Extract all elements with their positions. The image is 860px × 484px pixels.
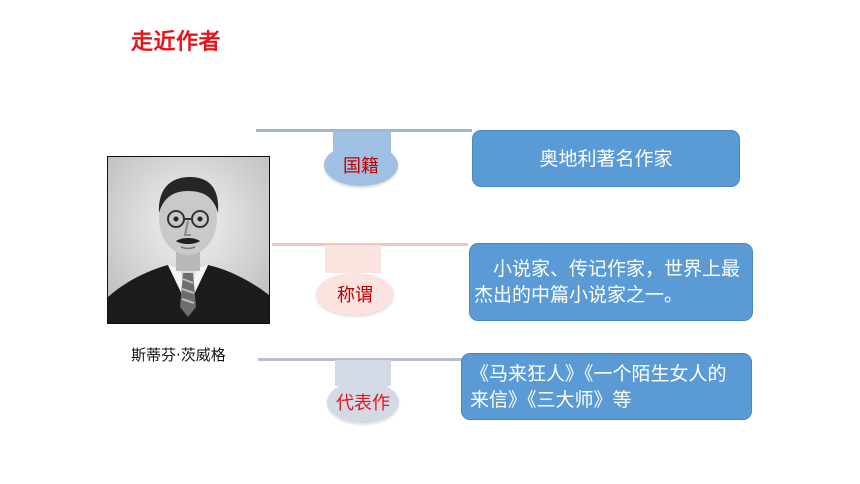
info-box-representative-works: 《马来狂人》《一个陌生女人的来信》《三大师》等 (461, 353, 752, 420)
label-tab-stem-title (325, 245, 381, 273)
connector-line-title (272, 243, 468, 246)
info-text-nationality: 奥地利著名作家 (539, 147, 673, 170)
info-text-title: 小说家、传记作家，世界上最杰出的中篇小说家之一。 (474, 258, 741, 306)
connector-line-nationality (256, 129, 472, 132)
info-text-representative-works: 《马来狂人》《一个陌生女人的来信》《三大师》等 (470, 362, 727, 411)
info-box-title: 小说家、传记作家，世界上最杰出的中篇小说家之一。 (469, 243, 753, 321)
portrait-photo-icon (108, 157, 269, 323)
slide-title: 走近作者 (131, 30, 222, 55)
author-name-caption: 斯蒂芬·茨威格 (131, 346, 226, 364)
connector-line-works (258, 358, 464, 361)
label-title: 称谓 (316, 273, 394, 315)
info-box-nationality: 奥地利著名作家 (472, 130, 740, 187)
label-nationality: 国籍 (324, 144, 398, 186)
author-portrait (107, 156, 270, 324)
label-representative-works: 代表作 (327, 381, 399, 423)
